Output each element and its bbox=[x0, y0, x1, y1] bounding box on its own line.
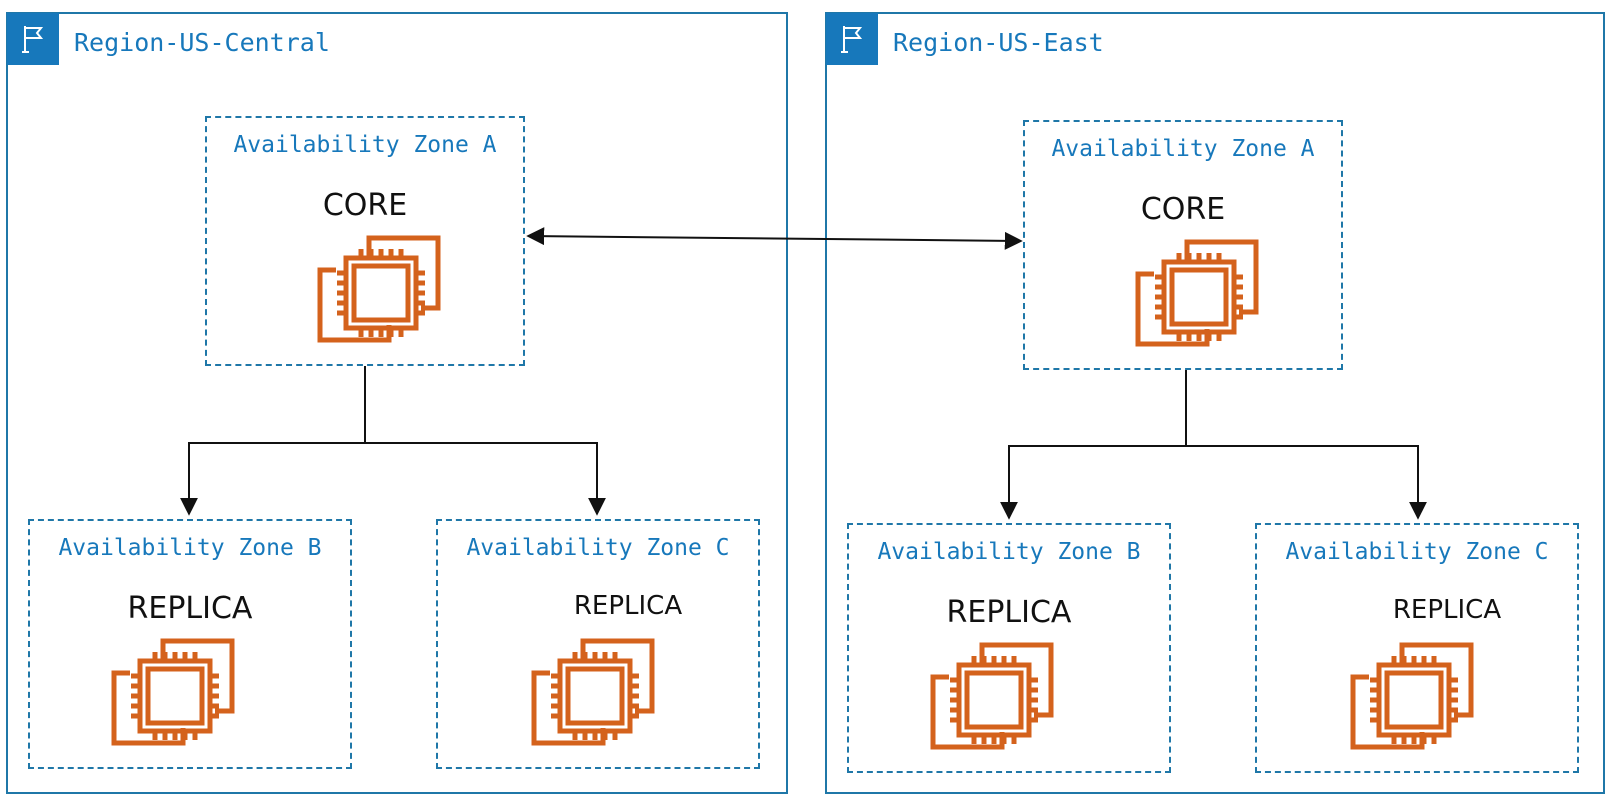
zone-b-replica: Availability Zone B REPLICA bbox=[28, 519, 352, 769]
zone-a-core: Availability Zone A CORE bbox=[205, 116, 525, 366]
zone-title: Availability Zone B bbox=[877, 539, 1141, 565]
zone-title: Availability Zone A bbox=[1051, 136, 1315, 162]
region-title: Region-US-Central bbox=[74, 28, 330, 57]
zone-title: Availability Zone B bbox=[58, 535, 322, 561]
region-flag-badge bbox=[826, 13, 878, 65]
zone-a-core: Availability Zone A CORE bbox=[1023, 120, 1343, 370]
node-role-label: CORE bbox=[322, 188, 408, 223]
zone-c-replica: Availability Zone C REPLICA bbox=[1255, 523, 1579, 773]
region-us-central: Region-US-Central Availability Zone A CO… bbox=[6, 12, 788, 794]
zone-c-replica: Availability Zone C REPLICA bbox=[436, 519, 760, 769]
region-us-east: Region-US-East Availability Zone A CORE … bbox=[825, 12, 1605, 794]
ec2-instance-icon bbox=[927, 625, 1057, 755]
node-role-label: REPLICA bbox=[1392, 595, 1502, 625]
flag-icon bbox=[841, 26, 863, 53]
zone-b-replica: Availability Zone B REPLICA bbox=[847, 523, 1171, 773]
zone-title: Availability Zone C bbox=[466, 535, 730, 561]
ec2-instance-icon bbox=[528, 621, 658, 751]
ec2-instance-icon bbox=[108, 621, 238, 751]
node-role-label: REPLICA bbox=[573, 591, 683, 621]
zone-title: Availability Zone A bbox=[233, 132, 497, 158]
node-role-label: CORE bbox=[1140, 192, 1226, 227]
node-role-label: REPLICA bbox=[946, 595, 1072, 630]
flag-icon bbox=[22, 26, 44, 53]
ec2-instance-icon bbox=[1347, 625, 1477, 755]
node-role-label: REPLICA bbox=[127, 591, 253, 626]
zone-title: Availability Zone C bbox=[1285, 539, 1549, 565]
region-flag-badge bbox=[7, 13, 59, 65]
ec2-instance-icon bbox=[1132, 222, 1262, 352]
ec2-instance-icon bbox=[314, 218, 444, 348]
region-title: Region-US-East bbox=[893, 28, 1104, 57]
